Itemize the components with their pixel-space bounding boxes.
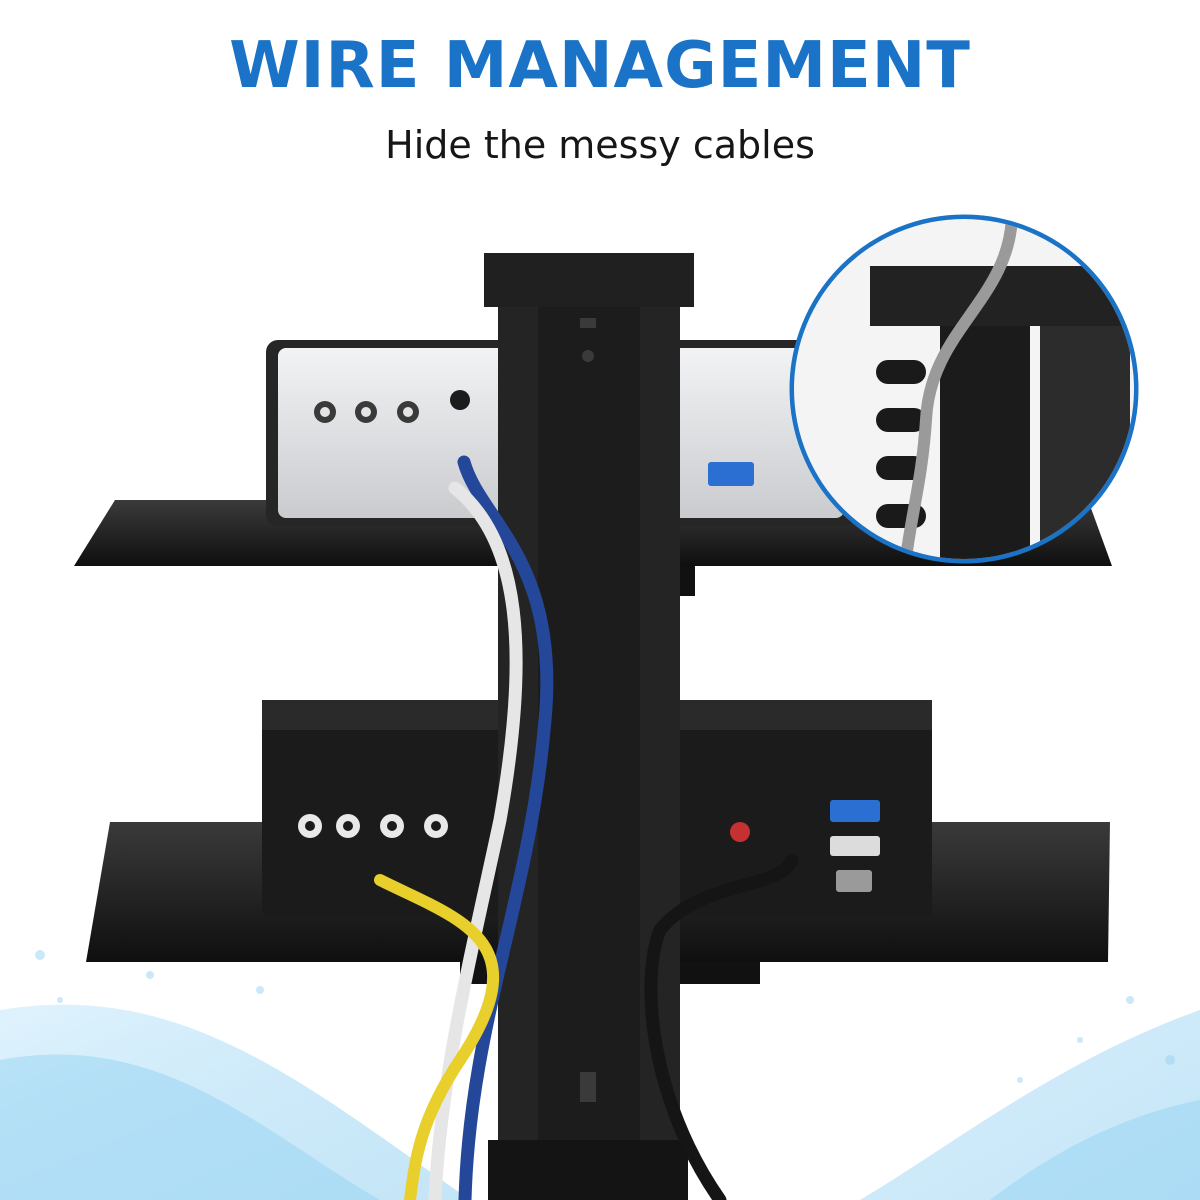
zoom-detail	[789, 214, 1139, 564]
usb-port-icon	[830, 800, 880, 822]
headline: WIRE MANAGEMENT	[229, 29, 971, 103]
cable-bundle	[374, 455, 799, 1200]
subheadline: Hide the messy cables	[385, 123, 815, 167]
wave-decoration	[0, 927, 1200, 1200]
hdmi-port-icon	[830, 836, 880, 856]
